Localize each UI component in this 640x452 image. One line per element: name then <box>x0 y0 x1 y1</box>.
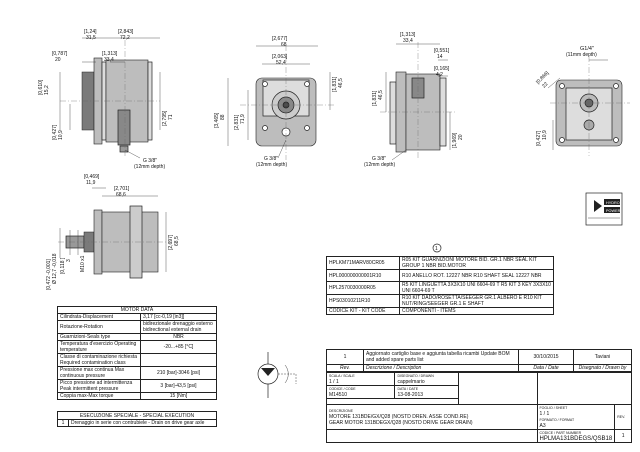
dim-109: 10,9 <box>58 130 64 140</box>
dim5-686: 68,6 <box>116 192 126 198</box>
dim-2677: [2,677] <box>272 36 288 42</box>
dim3-1831: [1,831] <box>372 90 378 106</box>
dim3-1969: [1,969] <box>452 132 458 148</box>
dim5-0469: [0,469] <box>84 174 100 180</box>
dim5-2701: [2,701] <box>114 186 130 192</box>
dim3-g38-depth: (12mm depth) <box>364 162 395 168</box>
special-title: ESECUZIONE SPECIALE - SPECIAL EXECUTION <box>57 411 217 420</box>
rear-view: G1/4" (11mm depth) [0,866] 22 [0,427] 10… <box>535 46 630 156</box>
dim-722: 72,2 <box>120 35 130 41</box>
dim5-2697: [2,697] <box>168 234 174 250</box>
dim5-0472: [0,472 -0,001] <box>46 259 52 290</box>
front-view: [2,677] 68 [2,063] 52,4 [3,465] 88 [2,83… <box>214 36 344 168</box>
dim4-0427: [0,427] <box>536 130 542 146</box>
side-view-1: [1,24] 31,5 [2,843] 72,2 [0,787] 20 [1,3… <box>38 29 174 170</box>
dim-0427: [0,427] <box>52 124 58 140</box>
dim5-1181: [0,118 ] <box>60 257 66 274</box>
dim3-g38: G 3/8" <box>372 156 386 162</box>
dim4-g14-depth: (11mm depth) <box>566 52 597 58</box>
dim-719: 71,9 <box>240 114 246 124</box>
dim3-14: 14 <box>437 54 443 60</box>
dim5-2127: Ø 12,7 -0,018 <box>52 253 58 284</box>
dim-0610: [0,610] <box>38 79 44 95</box>
dim-1313: [1,313] <box>102 51 118 57</box>
special-execution-table: ESECUZIONE SPECIALE - SPECIAL EXECUTION … <box>57 411 217 427</box>
dim3-20: 20 <box>458 134 464 140</box>
dim-88: 88 <box>220 114 226 120</box>
dim3-42: 4,2 <box>436 72 443 78</box>
dim5-685: 68,5 <box>174 236 180 246</box>
dim2-g38-depth: (12mm depth) <box>256 162 287 168</box>
dim2-g38: G 3/8" <box>264 156 278 162</box>
dim5-3: 3 <box>66 259 72 262</box>
dim-152: 15,2 <box>44 85 50 95</box>
dim-20: 20 <box>55 57 61 63</box>
side-view-2: [1,313] 33,4 [0,551] 14 [0,165] 4,2 [1,8… <box>364 32 464 168</box>
dim-334: 33,4 <box>104 57 114 63</box>
dim-3465: [3,465] <box>214 112 220 128</box>
kit-marker <box>432 243 442 253</box>
dim-1831: [1,831] <box>332 76 338 92</box>
dim3-334: 33,4 <box>403 38 413 44</box>
hydraulic-symbol <box>257 352 297 398</box>
dim-g38: G 3/8" <box>143 158 157 164</box>
dim4-22: 22 <box>541 81 549 89</box>
dim-2063: [2,063] <box>272 54 288 60</box>
dim-124: [1,24] <box>84 29 97 35</box>
revision-table: 1 Aggiornato cartiglio base e aggiunta t… <box>326 349 632 372</box>
motor-data-title: MOTOR DATA <box>57 306 217 314</box>
dim-68: 68 <box>281 42 287 48</box>
dim3-465: 46,5 <box>378 90 384 100</box>
dim3-0165: [0,165] <box>434 66 450 72</box>
dim5-m10: M10 x1 <box>80 255 86 272</box>
logo-name2: POWER <box>606 209 621 213</box>
dim-g38-depth: (12mm depth) <box>134 164 165 170</box>
dim-524: 52,4 <box>276 60 286 66</box>
logo-name1: HYDRO <box>606 201 620 205</box>
dim-71: 71 <box>168 114 174 120</box>
company-logo: HYDRO POWER <box>585 192 623 226</box>
dim-315: 31,5 <box>86 35 96 41</box>
dim5-119: 11,9 <box>86 180 96 186</box>
dim3-1313: [1,313] <box>400 32 416 38</box>
dim-2843: [2,843] <box>118 29 134 35</box>
dim-0787: [0,787] <box>52 51 68 57</box>
dim-2795: [2,795] <box>162 110 168 126</box>
dim3-0551: [0,551] <box>434 48 450 54</box>
dim4-109: 10,9 <box>542 130 548 140</box>
dim4-g14: G1/4" <box>580 46 594 52</box>
shaft-view: [0,469] 11,9 [2,701] 68,6 [2,697] 68,5 [… <box>46 174 180 290</box>
kit-marker-num: 1 <box>435 246 438 252</box>
dim-465: 46,5 <box>338 78 344 88</box>
dim-2831: [2,831] <box>234 114 240 130</box>
